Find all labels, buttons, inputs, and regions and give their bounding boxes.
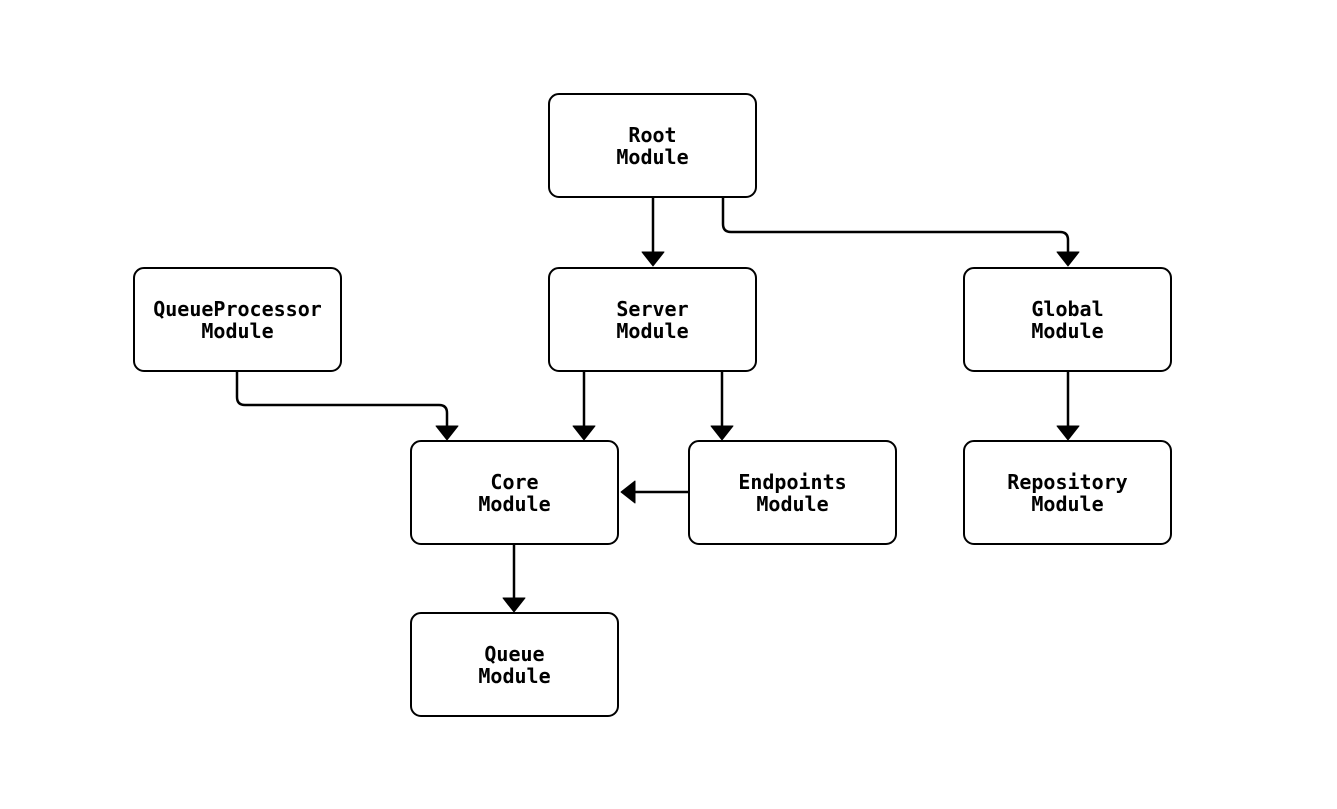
node-label: QueueProcessor [153, 296, 322, 321]
arrowhead-server-to-core [572, 425, 596, 441]
arrowhead-endpoints-to-core [620, 480, 636, 504]
node-server-module: Server Module [548, 267, 757, 372]
node-root-module: Root Module [548, 93, 757, 198]
node-label: Module [616, 144, 689, 169]
node-label: Module [201, 318, 274, 343]
node-endpoints-module: Endpoints Module [688, 440, 897, 545]
node-label: Server [616, 296, 689, 321]
node-label: Global [1031, 296, 1104, 321]
node-label: Module [1031, 491, 1104, 516]
node-repository-module: Repository Module [963, 440, 1172, 545]
node-label: Module [478, 491, 551, 516]
arrowhead-queueprocessor-to-core [435, 425, 459, 441]
node-queue-module: Queue Module [410, 612, 619, 717]
arrowhead-global-to-repository [1056, 425, 1080, 441]
node-core-module: Core Module [410, 440, 619, 545]
node-label: Core [490, 469, 539, 494]
node-label: Module [1031, 318, 1104, 343]
node-label: Module [756, 491, 829, 516]
arrowhead-core-to-queue [502, 597, 526, 613]
arrowhead-server-to-endpoints [710, 425, 734, 441]
arrowhead-root-to-global [1056, 251, 1080, 267]
node-label: Repository [1007, 469, 1128, 494]
node-global-module: Global Module [963, 267, 1172, 372]
node-label: Endpoints [738, 469, 847, 494]
node-label: Module [616, 318, 689, 343]
node-label: Queue [484, 641, 545, 666]
arrowhead-root-to-server [641, 251, 665, 267]
edge-root-to-global [721, 198, 1070, 253]
node-label: Root [628, 122, 677, 147]
node-queueprocessor-module: QueueProcessor Module [133, 267, 342, 372]
node-label: Module [478, 663, 551, 688]
edge-queueprocessor-to-core [235, 371, 449, 426]
